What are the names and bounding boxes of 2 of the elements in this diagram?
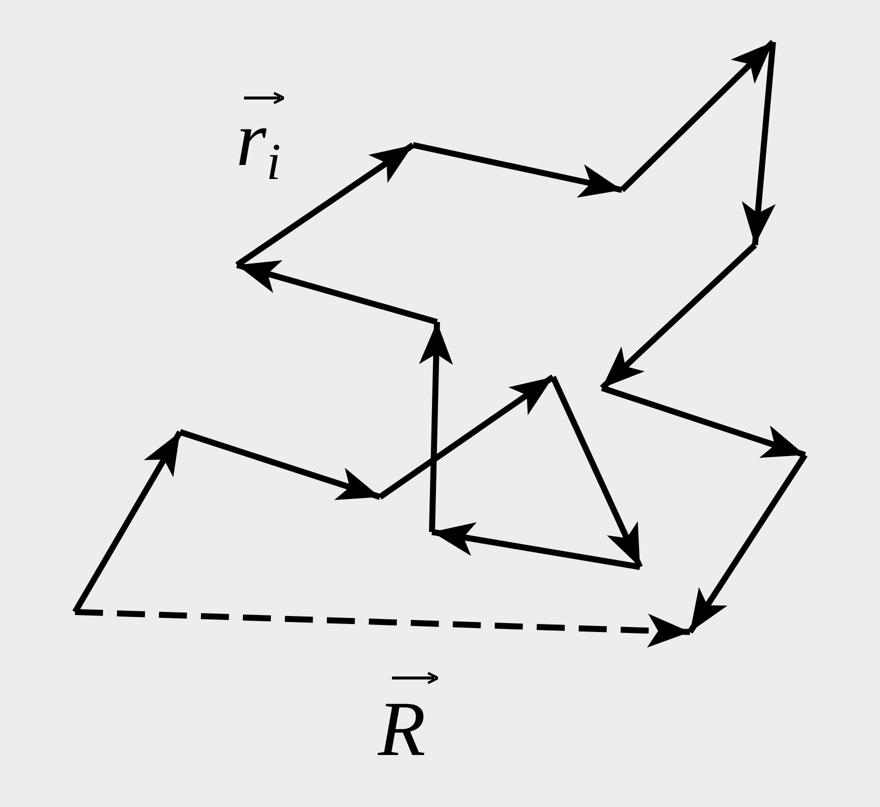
vector-label: R: [378, 690, 426, 768]
vector-label: r$_{i}$: [236, 100, 281, 189]
